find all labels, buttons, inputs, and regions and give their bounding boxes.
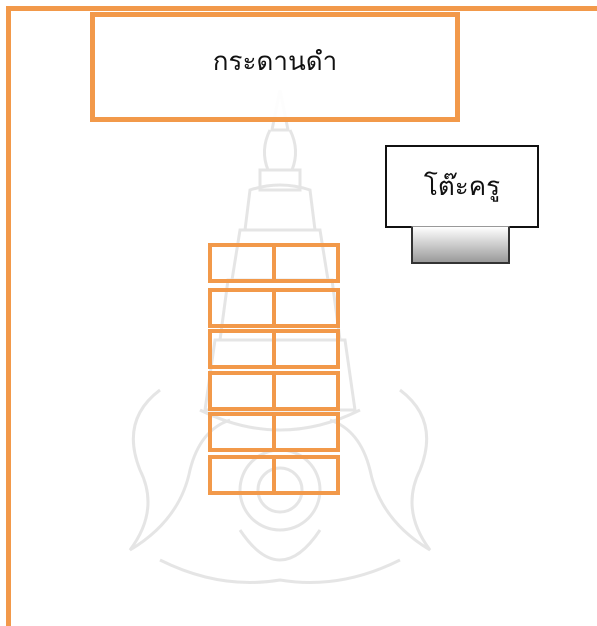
teacher-chair [411,226,510,264]
student-seat [272,333,336,365]
student-desk-row-4 [208,371,340,411]
student-seat [272,416,336,448]
blackboard: กระดานดำ [90,12,460,122]
student-seat [212,247,272,279]
teacher-desk-label: โต๊ะครู [423,172,501,202]
student-seat [212,416,272,448]
student-desk-row-5 [208,412,340,452]
student-desk-row-3 [208,329,340,369]
classroom-outline [6,6,597,626]
blackboard-label: กระดานดำ [212,46,338,77]
student-seat [212,459,272,491]
student-desk-row-2 [208,288,340,328]
student-seat [272,292,336,324]
student-desk-row-1 [208,243,340,283]
teacher-desk: โต๊ะครู [385,145,539,228]
student-seat [272,459,336,491]
student-seat [272,375,336,407]
student-desk-row-6 [208,455,340,495]
student-seat [272,247,336,279]
student-seat [212,375,272,407]
student-seat [212,333,272,365]
student-seat [212,292,272,324]
